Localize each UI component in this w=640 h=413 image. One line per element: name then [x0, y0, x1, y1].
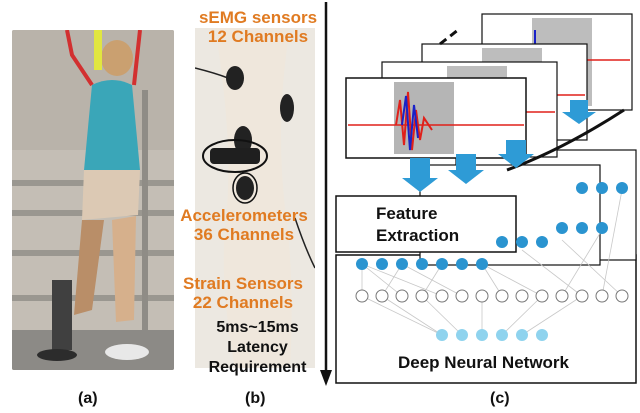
- caption-b: (b): [245, 390, 266, 407]
- output-nodes: [436, 329, 548, 341]
- semg-title: sEMG sensors: [198, 8, 318, 27]
- input-nodes: [356, 182, 628, 270]
- accelerometer-title: Accelerometers: [180, 206, 308, 225]
- dnn-panel: [335, 254, 637, 384]
- caption-a: (a): [78, 390, 98, 407]
- latency-range: 5ms~15ms: [216, 319, 299, 336]
- dnn-title: Deep Neural Network: [398, 353, 569, 372]
- subject-walking-illustration: [12, 30, 174, 370]
- latency-word: Latency: [227, 339, 288, 356]
- strain-title: Strain Sensors: [183, 274, 303, 293]
- signal-window-1: [345, 77, 527, 159]
- feature-extraction-line2: Extraction: [376, 226, 460, 245]
- sensor-placement-illustration: [195, 28, 315, 368]
- semg-label: sEMG sensors 12 Channels: [178, 8, 338, 46]
- semg-channels: 12 Channels: [207, 27, 309, 46]
- feature-extraction-label: Feature Extraction: [376, 203, 459, 247]
- caption-c: (c): [490, 390, 510, 407]
- time-arrow: [320, 2, 332, 386]
- network-connections: [361, 189, 623, 336]
- latency-label: 5ms~15ms Latency Requirement: [200, 318, 315, 378]
- pipeline-diagram: [335, 13, 637, 384]
- hidden-nodes: [355, 289, 629, 303]
- latency-requirement: Requirement: [208, 359, 307, 376]
- feature-extraction-line1: Feature: [376, 204, 438, 223]
- photo-subject-walking: [12, 30, 174, 370]
- strain-channels: 22 Channels: [192, 293, 294, 312]
- strain-label: Strain Sensors 22 Channels: [168, 274, 318, 312]
- accelerometer-channels: 36 Channels: [193, 225, 295, 244]
- photo-sensor-placement: [195, 28, 315, 368]
- accelerometer-label: Accelerometers 36 Channels: [164, 206, 324, 244]
- down-arrows: [402, 100, 596, 192]
- more-windows-dash: [439, 28, 459, 46]
- feature-extraction-panel: [335, 195, 517, 253]
